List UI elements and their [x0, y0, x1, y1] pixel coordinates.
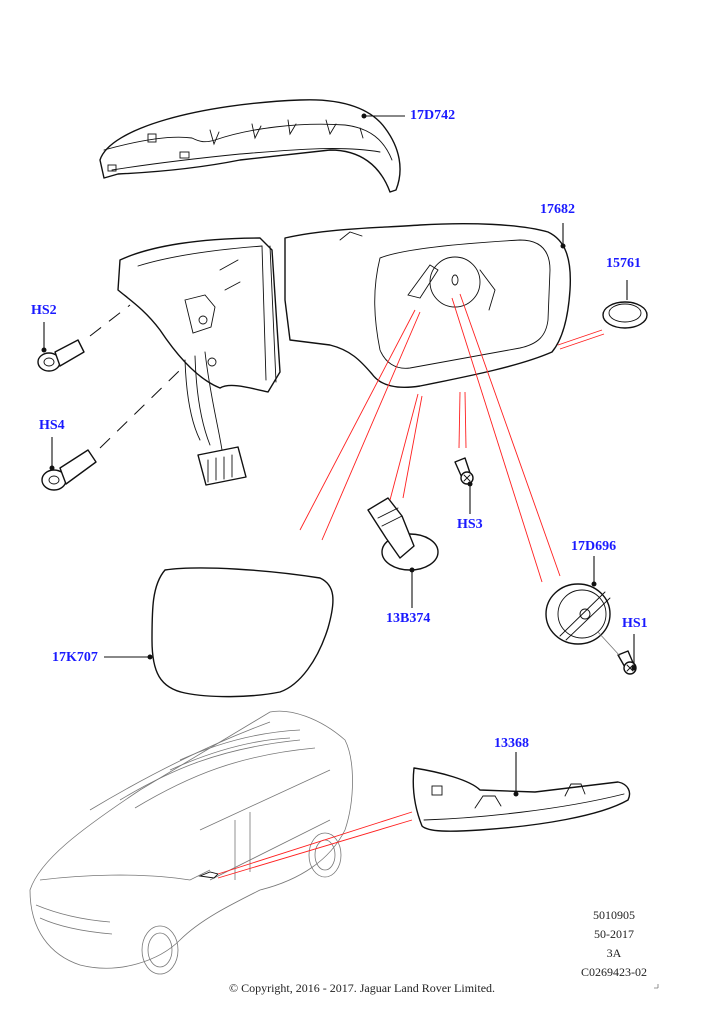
callout-HS1[interactable]: HS1 — [622, 616, 648, 631]
callout-HS4[interactable]: HS4 — [39, 418, 65, 433]
screw-hs2[interactable] — [37, 339, 85, 372]
mirror-housing-assembly[interactable] — [117, 223, 572, 486]
vehicle-location-illustration — [29, 710, 353, 975]
reference-date-code: 50-2017 — [594, 927, 634, 941]
screw-hs3[interactable] — [454, 457, 474, 485]
mirror-actuator-motor[interactable] — [545, 583, 637, 675]
reference-number: 5010905 — [593, 908, 635, 922]
callout-17D742[interactable]: 17D742 — [410, 108, 456, 123]
callout-17682[interactable]: 17682 — [540, 202, 575, 217]
callout-HS2[interactable]: HS2 — [31, 303, 57, 318]
puddle-lamp[interactable] — [367, 497, 439, 571]
callout-13368[interactable]: 13368 — [494, 736, 529, 751]
copyright-notice: © Copyright, 2016 - 2017. Jaguar Land Ro… — [228, 981, 496, 995]
mirror-cover-cap[interactable] — [99, 99, 401, 193]
cap-plug[interactable] — [602, 301, 648, 329]
mirror-glass[interactable] — [151, 567, 334, 698]
callout-13B374[interactable]: 13B374 — [386, 611, 431, 626]
callout-17D696[interactable]: 17D696 — [571, 539, 617, 554]
callout-17K707[interactable]: 17K707 — [52, 650, 98, 665]
screw-hs4[interactable] — [41, 449, 97, 491]
reference-illustration-id: C0269423-02 — [581, 965, 647, 979]
side-repeater-lamp[interactable] — [412, 767, 631, 832]
reference-revision: 3A — [606, 946, 622, 960]
callout-15761[interactable]: 15761 — [606, 256, 641, 271]
callout-HS3[interactable]: HS3 — [457, 517, 483, 532]
